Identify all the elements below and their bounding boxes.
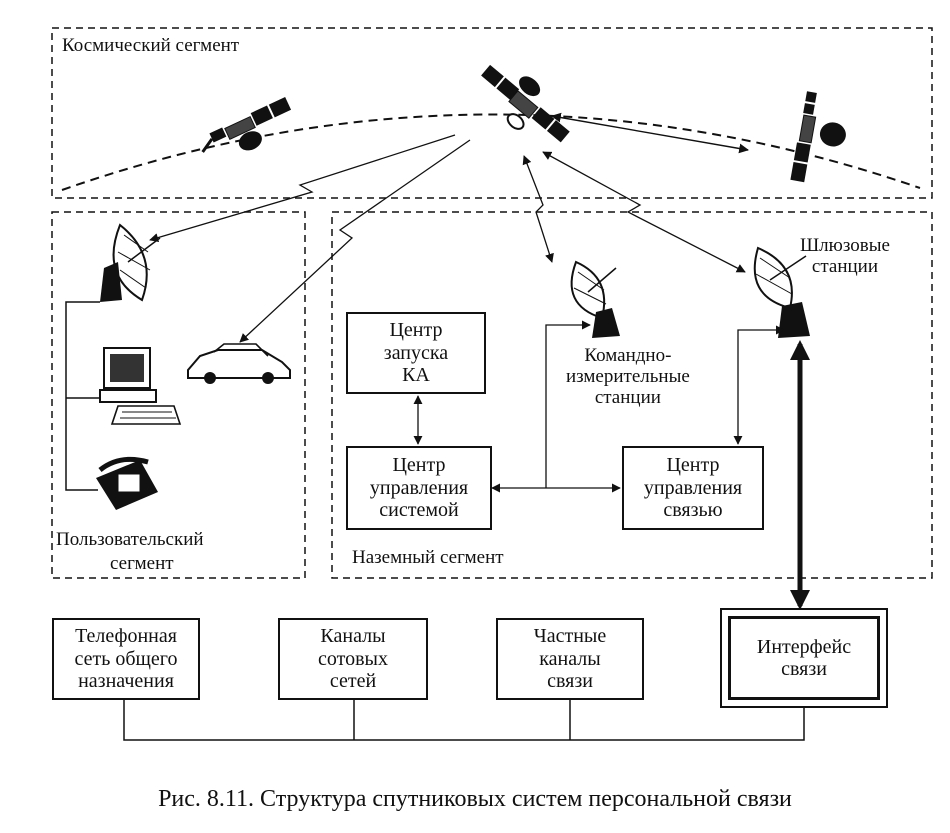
system-control-center-box: Центр управления системой <box>346 446 492 530</box>
link-comm-to-gateway <box>733 325 785 445</box>
link-gateway-station <box>542 151 746 273</box>
command-station-antenna-icon <box>570 260 620 338</box>
cellular-channels-label: Каналы сотовых сетей <box>318 625 388 693</box>
comm-interface-label: Интерфейс связи <box>756 635 852 680</box>
user-segment-label-line2: сегмент <box>110 553 174 574</box>
telephone-icon <box>96 456 158 510</box>
computer-icon <box>99 347 182 425</box>
command-stations-label: Командно- измерительные станции <box>566 345 690 408</box>
system-control-center-label: Центр управления системой <box>369 454 469 522</box>
orbit-arc <box>61 113 921 191</box>
user-dish-antenna-icon <box>100 223 161 302</box>
satellite-left-icon <box>201 97 292 153</box>
link-command-station <box>522 155 554 263</box>
comm-control-center-box: Центр управления связью <box>622 446 764 530</box>
private-channels-label: Частные каналы связи <box>533 625 607 693</box>
user-wiring <box>65 301 100 491</box>
pstn-label: Телефонная сеть общего назначения <box>74 625 178 693</box>
gateway-stations-label: Шлюзовые станции <box>800 235 890 277</box>
ground-segment-label: Наземный сегмент <box>352 547 504 568</box>
network-bus <box>123 700 805 741</box>
car-icon <box>187 343 291 384</box>
figure-caption: Рис. 8.11. Структура спутниковых систем … <box>158 786 792 812</box>
space-segment-label: Космический сегмент <box>62 35 240 56</box>
intersatellite-link <box>551 112 749 154</box>
pstn-box: Телефонная сеть общего назначения <box>52 618 200 700</box>
satellite-right-icon <box>790 91 846 183</box>
radio-link-zigzag-car <box>239 139 471 343</box>
comm-control-center-label: Центр управления связью <box>643 454 743 522</box>
gateway-antenna-icon <box>753 246 810 338</box>
user-segment-label-line1: Пользовательский <box>56 529 204 550</box>
user-segment-frame <box>51 211 306 579</box>
radio-link-zigzag-user <box>149 134 456 243</box>
private-channels-box: Частные каналы связи <box>496 618 644 700</box>
comm-interface-box: Интерфейс связи <box>720 608 888 708</box>
satellite-center-icon <box>481 64 570 143</box>
space-segment-frame <box>51 27 933 199</box>
launch-center-label: Центр запуска КА <box>383 319 449 387</box>
link-to-command-station <box>545 320 591 488</box>
cellular-channels-box: Каналы сотовых сетей <box>278 618 428 700</box>
launch-center-box: Центр запуска КА <box>346 312 486 394</box>
